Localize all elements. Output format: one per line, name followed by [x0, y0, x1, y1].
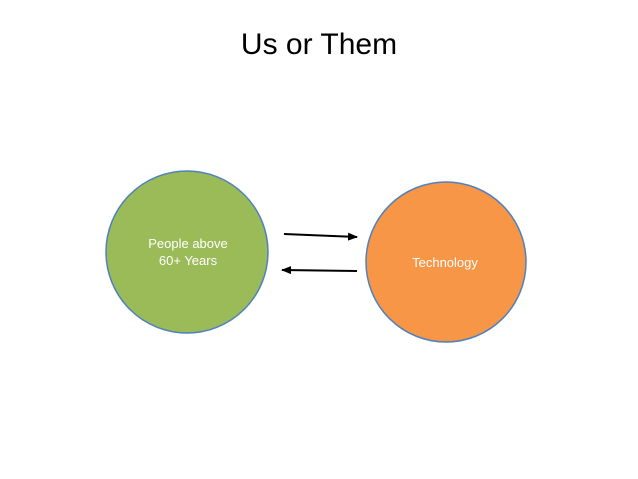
slide-title: Us or Them — [240, 28, 398, 61]
people-node-label: People above 60+ Years — [138, 235, 238, 269]
technology-node-label-text: Technology — [412, 255, 478, 270]
arrow-to-technology — [283, 232, 358, 241]
arrow-to-people — [281, 266, 358, 275]
people-node-circle — [105, 170, 269, 334]
technology-node-circle — [365, 181, 527, 343]
technology-node-label: Technology — [395, 254, 495, 271]
people-node-label-text: People above 60+ Years — [148, 236, 228, 268]
